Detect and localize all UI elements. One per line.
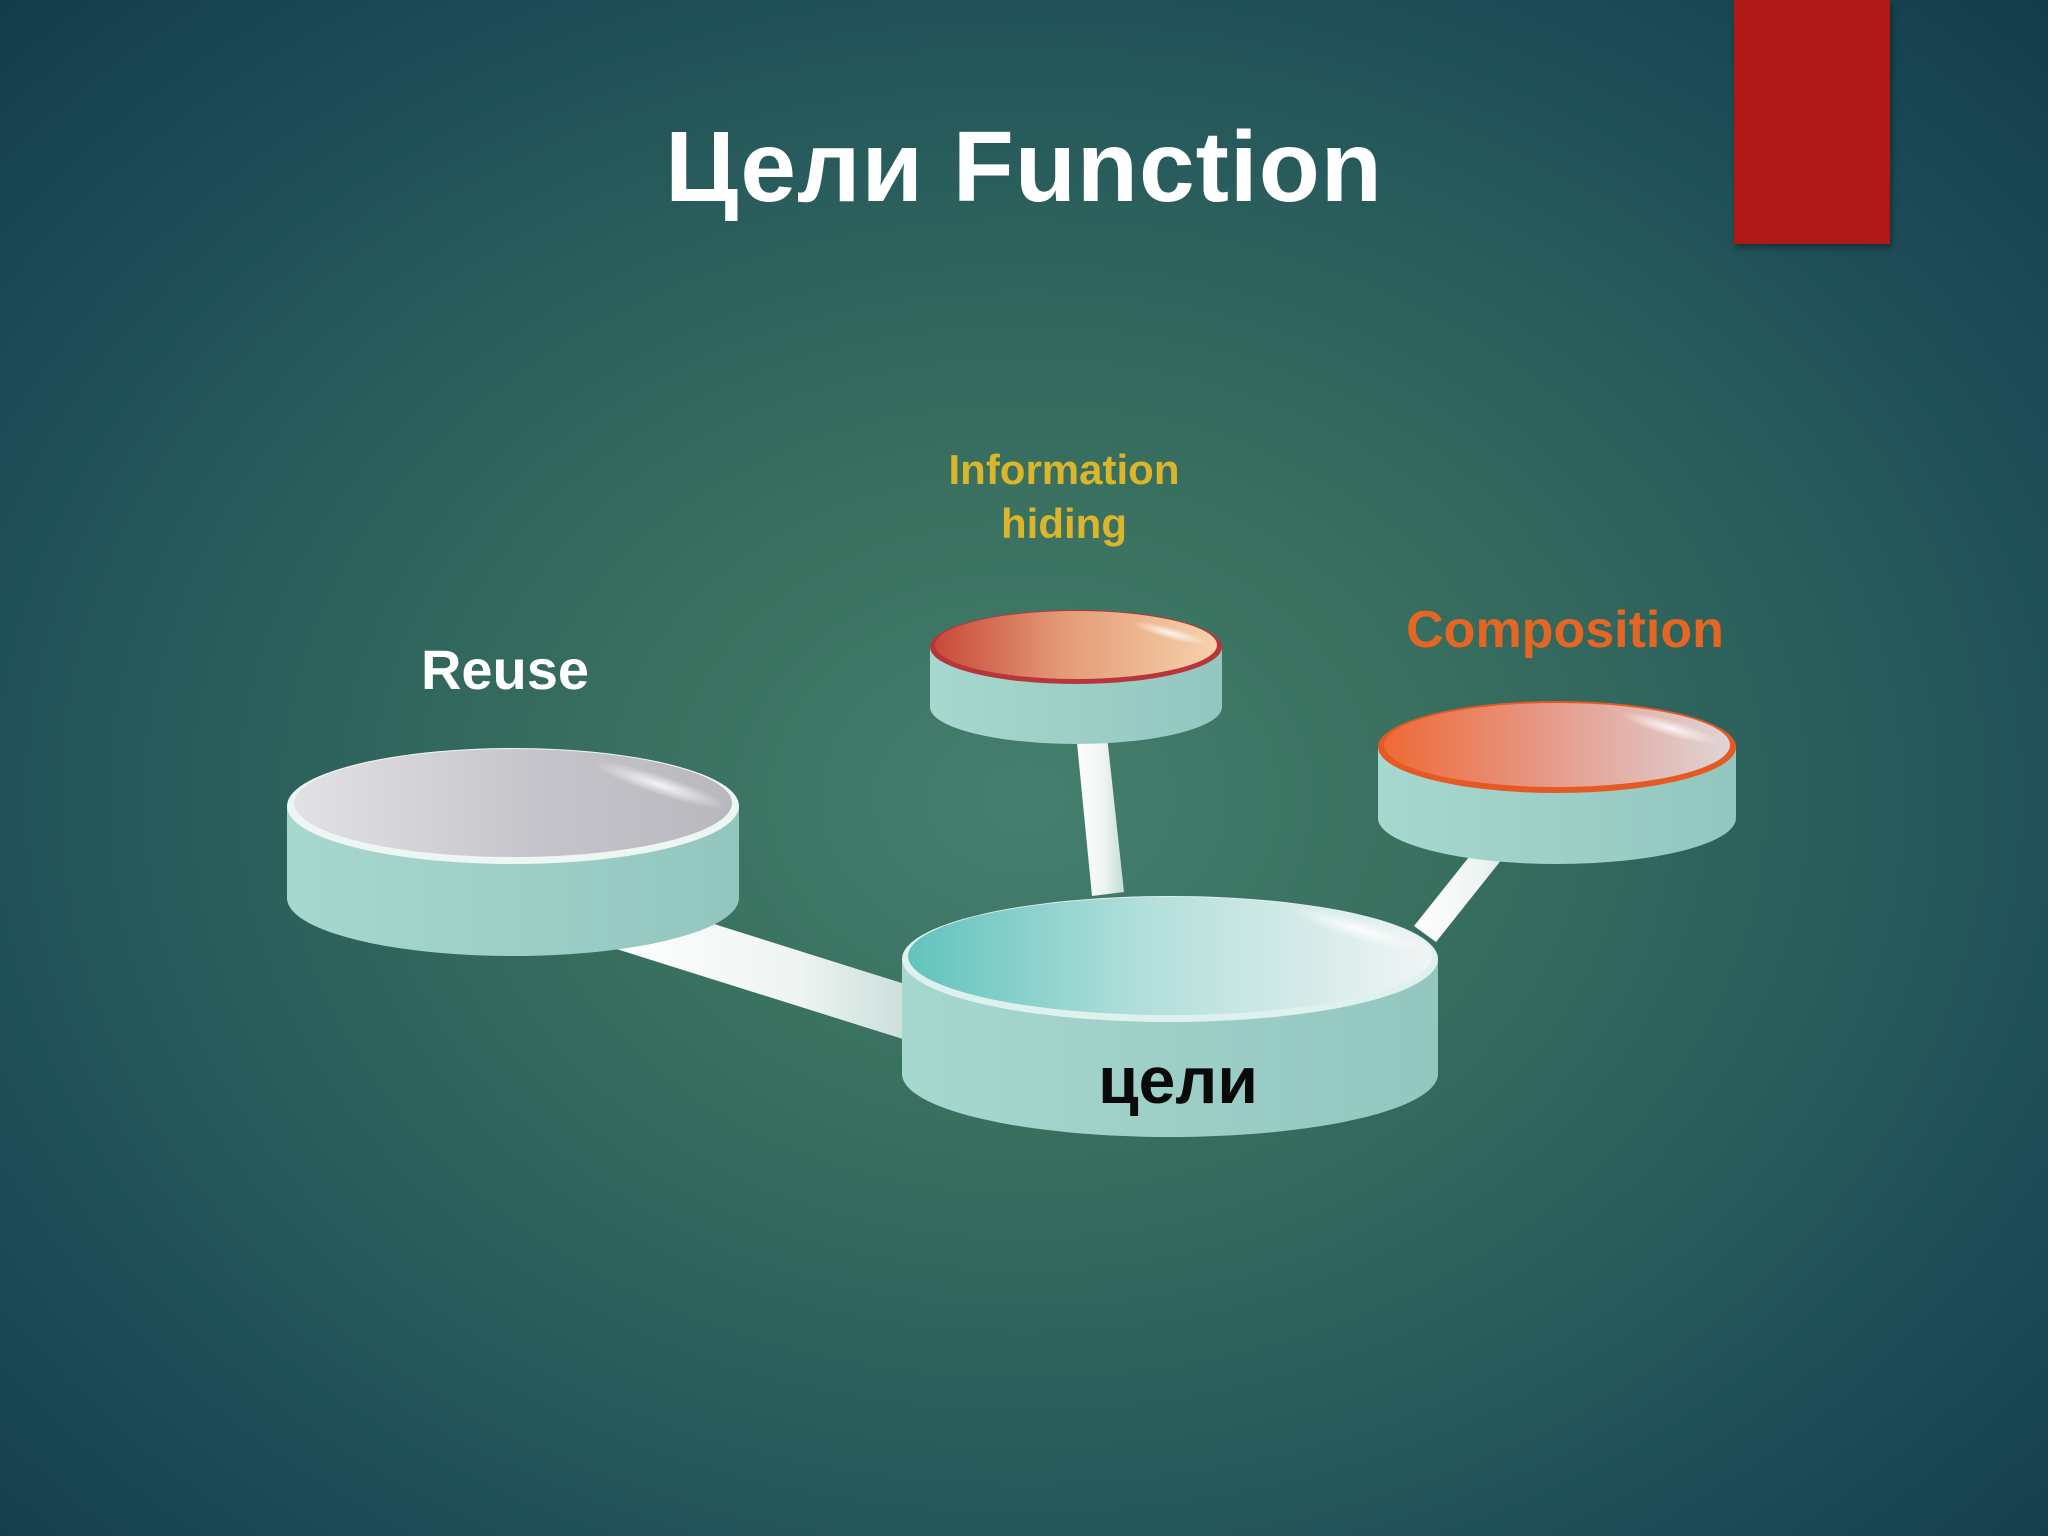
composition-disc [1378,701,1736,864]
information-hiding-label-line-2: hiding [864,497,1264,551]
composition-label: Composition [1365,597,1765,663]
information-hiding-label-line-1: Information [864,443,1264,497]
information-hiding-label: Information hiding [864,443,1264,551]
reuse-label: Reuse [355,636,655,704]
information-hiding-disc [930,610,1222,744]
reuse-disc [287,748,739,956]
center-label: цели [1003,1040,1353,1120]
